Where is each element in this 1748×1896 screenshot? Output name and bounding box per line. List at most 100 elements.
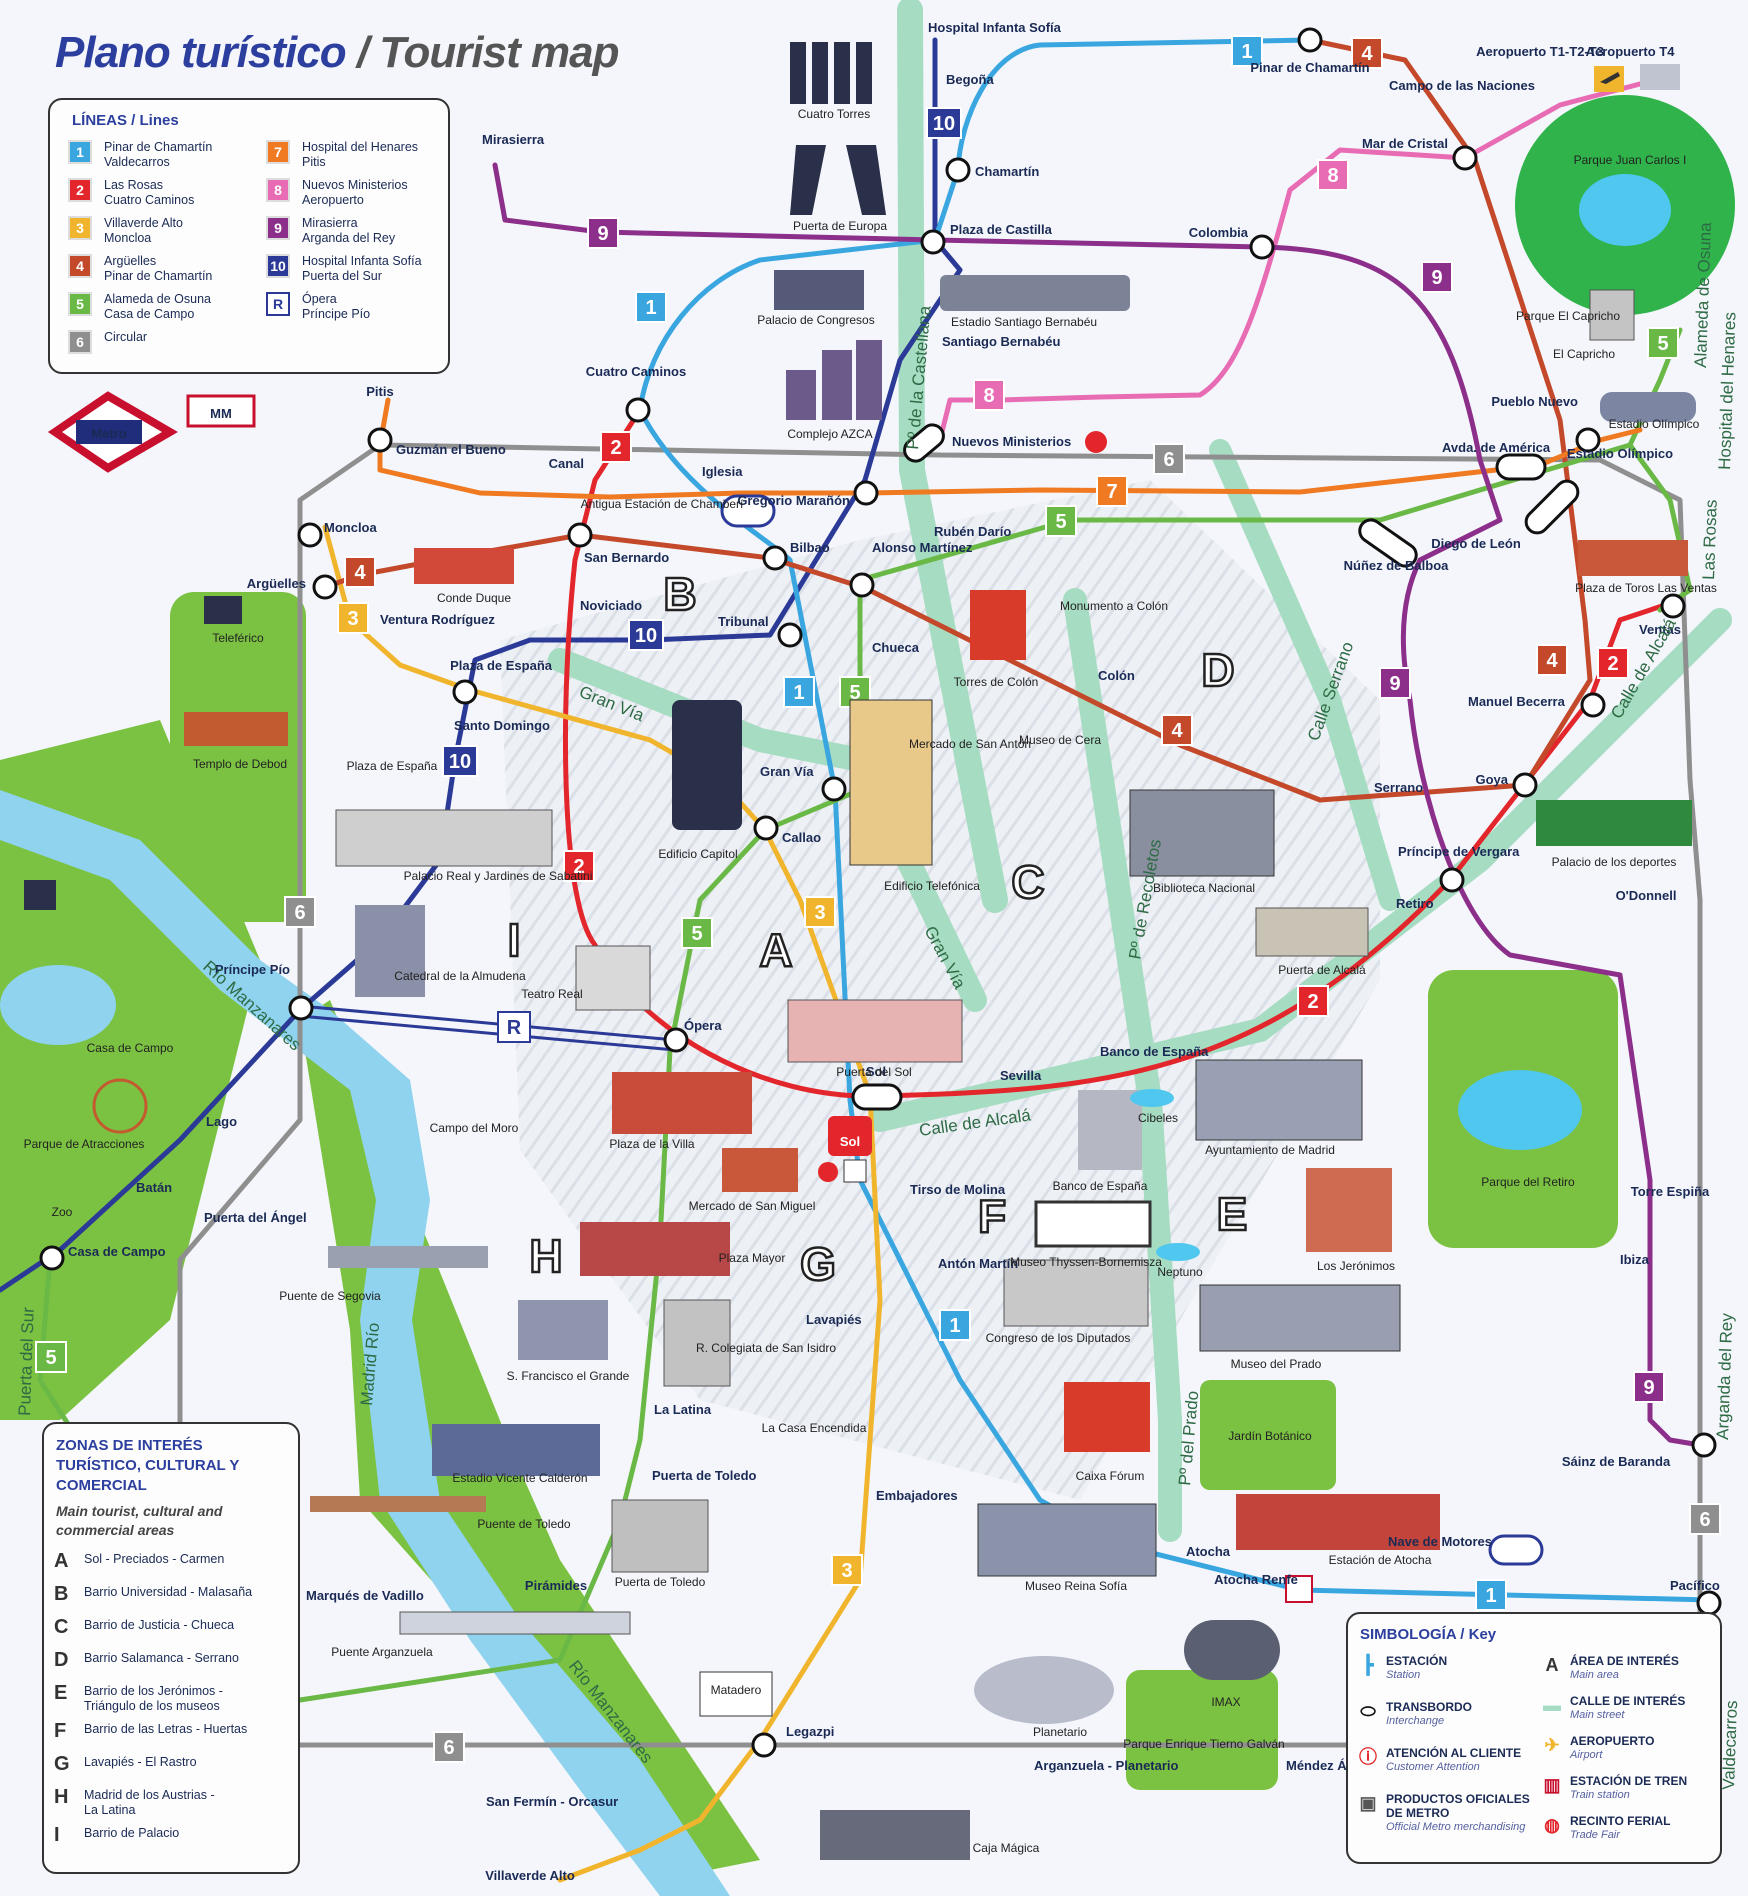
marker-sol[interactable] bbox=[851, 1083, 903, 1111]
marker-casa-campo[interactable] bbox=[39, 1245, 65, 1271]
ifema-icon: ◍ bbox=[1544, 1815, 1560, 1835]
conde-duque-icon bbox=[414, 548, 514, 584]
marker-arguelles[interactable] bbox=[312, 574, 338, 600]
marker-tribunal[interactable] bbox=[777, 622, 803, 648]
svg-text:9: 9 bbox=[1643, 1377, 1654, 1399]
templo-debod-icon bbox=[184, 712, 288, 746]
legend-line-number: 9 bbox=[266, 216, 290, 240]
station-label-arguelles: Argüelles bbox=[247, 576, 306, 591]
marker-diego-leon[interactable] bbox=[1522, 477, 1583, 538]
badge-line-4b: 4 bbox=[1161, 714, 1193, 746]
marker-plaza-espana[interactable] bbox=[452, 679, 478, 705]
station-label-chamartin: Chamartín bbox=[975, 164, 1039, 179]
place-label-torres-de-colon: Torres de Colón bbox=[954, 675, 1039, 689]
place-label-estadio-vicente-calderon: Estadio Vicente Calderón bbox=[452, 1471, 587, 1485]
station-label-mirasierra: Mirasierra bbox=[482, 132, 545, 147]
station-label-hospital-infanta-sofia: Hospital Infanta Sofía bbox=[928, 20, 1062, 35]
marker-ventas[interactable] bbox=[1660, 593, 1686, 619]
marker-colombia[interactable] bbox=[1249, 234, 1275, 260]
place-label-parque-enrique-tierno-galvan: Parque Enrique Tierno Galván bbox=[1123, 1737, 1284, 1751]
puente-segovia-icon bbox=[328, 1246, 488, 1268]
place-label-catedral-de-la-almudena: Catedral de la Almudena bbox=[394, 969, 526, 983]
marker-manuel-becerra[interactable] bbox=[1580, 692, 1606, 718]
marker-chamartin[interactable] bbox=[945, 157, 971, 183]
marker-pueblo-nuevo[interactable] bbox=[1575, 427, 1601, 453]
place-label-parque-de-atracciones: Parque de Atracciones bbox=[24, 1137, 145, 1151]
jardin-botanico-park bbox=[1200, 1380, 1336, 1490]
marker-principe-pio[interactable] bbox=[288, 995, 314, 1021]
station-label-nunez-de-balboa: Núñez de Balboa bbox=[1344, 558, 1450, 573]
puerta-toledo-icon bbox=[611, 1499, 709, 1573]
marker-avda-america[interactable] bbox=[1495, 453, 1547, 481]
marker-principe-vergara[interactable] bbox=[1439, 867, 1465, 893]
interchange-icon: ⬭ bbox=[1360, 1701, 1376, 1721]
place-label-la-casa-encendida: La Casa Encendida bbox=[762, 1421, 867, 1435]
marker-opera[interactable] bbox=[663, 1027, 689, 1053]
legend-line-text: Ópera Príncipe Pío bbox=[302, 292, 371, 321]
marker-plaza-castilla[interactable] bbox=[920, 229, 946, 255]
station-label-san-bernardo: San Bernardo bbox=[584, 550, 669, 565]
place-label-zoo: Zoo bbox=[52, 1205, 73, 1219]
station-label-colon: Colón bbox=[1098, 668, 1135, 683]
legend-line-text: Circular bbox=[104, 330, 148, 344]
badge-line-1c: 1 bbox=[783, 676, 815, 708]
legend-line-number: 6 bbox=[68, 330, 92, 354]
marker-gran-via[interactable] bbox=[821, 776, 847, 802]
marker-moncloa[interactable] bbox=[297, 522, 323, 548]
zone-marker-a: A bbox=[759, 924, 792, 976]
plaza-mayor-icon bbox=[580, 1222, 730, 1276]
station-label-lavapies: Lavapiés bbox=[806, 1312, 862, 1327]
place-label-casa-de-campo: Casa de Campo bbox=[87, 1041, 174, 1055]
marker-callao[interactable] bbox=[753, 815, 779, 841]
recoletos-prado-street bbox=[1063, 588, 1182, 1542]
marker-sainz-baranda[interactable] bbox=[1691, 1432, 1717, 1458]
marker-nunez-balboa[interactable] bbox=[1355, 516, 1420, 571]
zone-text: Barrio Universidad - Malasaña bbox=[84, 1585, 253, 1599]
place-label-puerta-de-toledo: Puerta de Toledo bbox=[615, 1575, 706, 1589]
zone-letter: D bbox=[54, 1649, 69, 1671]
marker-legazpi[interactable] bbox=[751, 1732, 777, 1758]
place-label-ayuntamiento-de-madrid: Ayuntamiento de Madrid bbox=[1205, 1143, 1335, 1157]
cibeles-icon bbox=[1130, 1089, 1174, 1107]
marker-gregorio-maranon[interactable] bbox=[853, 480, 879, 506]
marker-nuevos-ministerios[interactable] bbox=[900, 420, 948, 465]
station-label-nave-de-motores: Nave de Motores bbox=[1388, 1534, 1492, 1549]
line-9 bbox=[492, 162, 1703, 1448]
svg-text:8: 8 bbox=[1327, 165, 1338, 187]
airplane-icon: ✈ bbox=[1544, 1735, 1560, 1755]
puerta-europa-icon bbox=[790, 145, 886, 215]
place-label-parque-el-capricho: Parque El Capricho bbox=[1516, 309, 1620, 323]
marker-mar-cristal[interactable] bbox=[1452, 145, 1478, 171]
station-label-la-latina: La Latina bbox=[654, 1402, 712, 1417]
place-label-plaza-de-toros-las-ventas: Plaza de Toros Las Ventas bbox=[1575, 581, 1717, 595]
san-francisco-icon bbox=[518, 1300, 608, 1360]
capitol-icon bbox=[672, 700, 742, 830]
marker-cuatro-caminos[interactable] bbox=[625, 397, 651, 423]
key-item-label: PRODUCTOS OFICIALES DE METRO bbox=[1386, 1792, 1530, 1820]
marker-goya[interactable] bbox=[1512, 772, 1538, 798]
marker-bilbao[interactable] bbox=[762, 545, 788, 571]
marker-san-bernardo[interactable] bbox=[567, 522, 593, 548]
zones-legend-title: ZONAS DE INTERÉS TURÍSTICO, CULTURAL Y C… bbox=[56, 1437, 240, 1494]
marker-guzman-bueno[interactable] bbox=[367, 427, 393, 453]
marker-pinar-chamartin[interactable] bbox=[1297, 27, 1323, 53]
title-separator: / bbox=[345, 28, 380, 77]
station-label-mar-de-cristal: Mar de Cristal bbox=[1362, 136, 1448, 151]
station-label-marques-de-vadillo: Marqués de Vadillo bbox=[306, 1588, 424, 1603]
marker-alonso-martinez[interactable] bbox=[849, 572, 875, 598]
cuatro-torres-icon bbox=[790, 42, 872, 104]
marker-pacifico[interactable] bbox=[1696, 1590, 1722, 1616]
zone-marker-e: E bbox=[1217, 1188, 1248, 1240]
bernabeu-icon bbox=[940, 275, 1130, 311]
place-label-mercado-de-san-miguel: Mercado de San Miguel bbox=[689, 1199, 816, 1213]
colegiata-icon bbox=[663, 1299, 731, 1387]
almudena-icon bbox=[355, 905, 425, 997]
airplane-icon bbox=[1594, 66, 1624, 92]
